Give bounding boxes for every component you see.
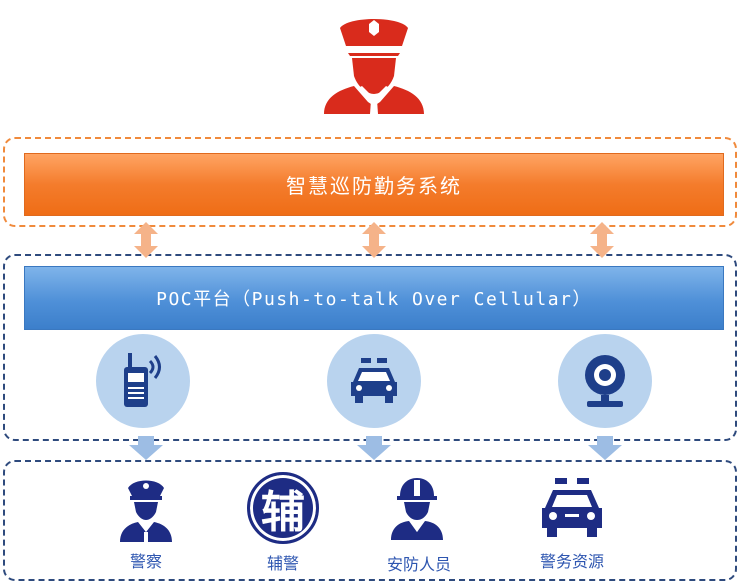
bidirectional-arrow-icon — [362, 222, 386, 258]
security-guard-icon — [391, 478, 443, 540]
police-car-icon — [351, 358, 397, 403]
down-arrow-icon — [588, 436, 622, 460]
platform-bar: POC平台（Push-to-talk Over Cellular） — [24, 266, 724, 330]
resource-label-police-resources: 警务资源 — [539, 552, 604, 571]
resource-label-security: 安防人员 — [386, 555, 451, 574]
resource-label-police: 警察 — [129, 552, 162, 571]
bidirectional-arrow-icon — [134, 222, 158, 258]
commander-officer-icon — [324, 19, 424, 114]
auxiliary-badge-icon: 辅 — [247, 472, 319, 544]
system-bar: 智慧巡防勤务系统 — [24, 153, 724, 216]
police-car-icon — [542, 478, 602, 537]
webcam-icon — [585, 355, 625, 407]
bidirectional-arrow-icon — [590, 222, 614, 258]
police-car-terminal — [327, 334, 421, 428]
system-bar-label: 智慧巡防勤务系统 — [286, 174, 462, 198]
auxiliary-badge-text: 辅 — [261, 487, 305, 538]
walkie-talkie-terminal — [96, 334, 190, 428]
down-arrow-icon — [129, 436, 163, 460]
webcam-terminal — [558, 334, 652, 428]
platform-bar-label: POC平台（Push-to-talk Over Cellular） — [156, 289, 592, 310]
resource-label-auxiliary: 辅警 — [266, 554, 299, 573]
down-arrow-icon — [357, 436, 391, 460]
police-officer-icon — [120, 480, 172, 542]
walkie-talkie-icon — [124, 353, 161, 407]
resource-layer-frame — [3, 460, 737, 581]
